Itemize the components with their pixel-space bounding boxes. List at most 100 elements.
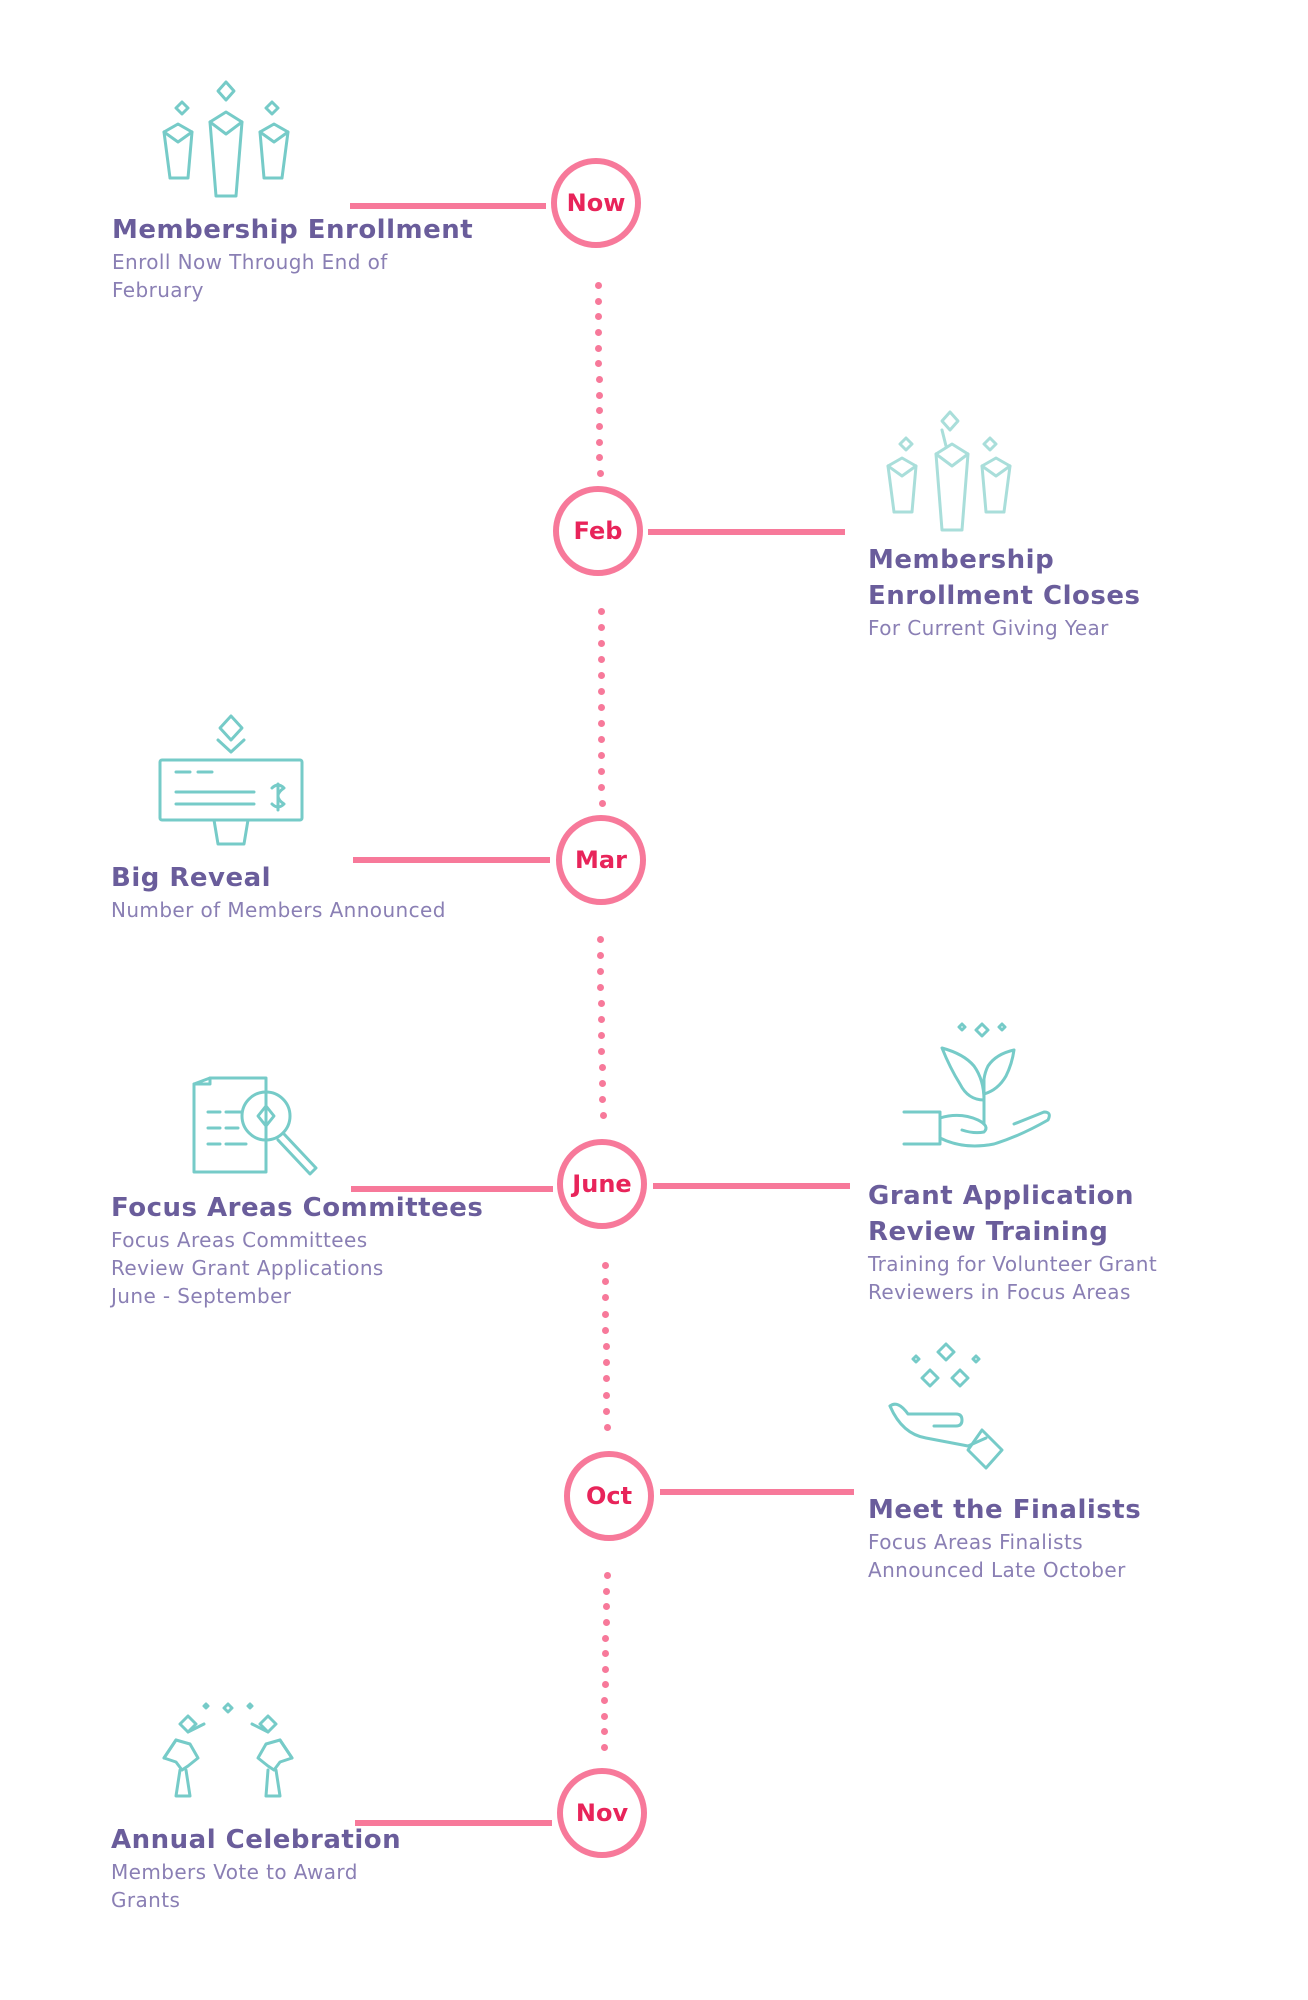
timeline-dot (602, 1326, 610, 1334)
event-description-line: Review Grant Applications (111, 1256, 384, 1280)
connector-feb (648, 529, 845, 535)
event-description-line: Announced Late October (868, 1558, 1126, 1582)
event-title: Grant Application (868, 1181, 1135, 1211)
timeline-dot (594, 297, 602, 305)
timeline-dot (597, 1000, 605, 1007)
timeline-dot (595, 391, 603, 399)
diamond-people-icon (152, 78, 300, 200)
timeline-dot (596, 936, 604, 943)
timeline-dot (603, 1424, 611, 1431)
diamond-people-icon (876, 408, 1024, 534)
timeline-dot (601, 1294, 609, 1302)
timeline-dot (597, 656, 605, 663)
document-search-icon (190, 1076, 326, 1182)
timeline-dot (602, 1359, 610, 1367)
timeline-dot (595, 344, 603, 352)
check-sign-icon (156, 712, 306, 852)
timeline-dot (601, 1712, 609, 1720)
event-title: Focus Areas Committees (111, 1193, 484, 1223)
month-node-mar: Mar (556, 815, 646, 905)
month-node-nov: Nov (557, 1768, 647, 1858)
timeline-dot (599, 1096, 607, 1103)
timeline-dot (600, 1744, 608, 1751)
month-label: June (572, 1170, 632, 1198)
event-enrollment-closes: Membership Enrollment Closes For Current… (868, 542, 1228, 642)
timeline-dot (594, 282, 602, 289)
timeline-dot (596, 470, 604, 477)
timeline-dot (598, 752, 606, 759)
event-description-line: Reviewers in Focus Areas (868, 1280, 1131, 1304)
event-description-line: For Current Giving Year (868, 616, 1109, 640)
timeline-dot (598, 768, 606, 775)
event-title: Big Reveal (111, 863, 272, 893)
celebration-people-icon (154, 1700, 302, 1826)
connector-mar (353, 857, 550, 863)
timeline-dot (597, 672, 605, 679)
timeline-dot (601, 1697, 609, 1705)
event-title: Membership (868, 545, 1055, 575)
timeline-dot (601, 1278, 609, 1286)
timeline-dot (597, 640, 605, 647)
timeline-dot (600, 1728, 608, 1736)
event-description-line: February (112, 278, 204, 302)
timeline-dot (597, 984, 605, 991)
timeline-dot (598, 1064, 606, 1071)
timeline-dot (597, 1016, 605, 1023)
month-node-june: June (557, 1139, 647, 1229)
timeline-dot (603, 1407, 611, 1415)
event-description-line: Enroll Now Through End of (112, 250, 388, 274)
timeline-dot (597, 624, 605, 631)
event-membership-enrollment: Membership Enrollment Enroll Now Through… (112, 212, 512, 304)
timeline-dot (603, 1572, 611, 1579)
event-description-line: Number of Members Announced (111, 898, 446, 922)
event-meet-the-finalists: Meet the Finalists Focus Areas Finalists… (868, 1492, 1228, 1584)
timeline-dot (598, 720, 606, 727)
timeline-dot (595, 376, 603, 383)
sparkle-hand-icon (886, 1340, 1018, 1480)
event-annual-celebration: Annual Celebration Members Vote to Award… (111, 1822, 471, 1914)
event-description-line: Focus Areas Committees (111, 1228, 368, 1252)
event-description-line: Grants (111, 1888, 181, 1912)
event-description-line: Focus Areas Finalists (868, 1530, 1084, 1554)
event-title: Review Training (868, 1217, 1109, 1247)
connector-nov (355, 1820, 552, 1826)
timeline-dot (603, 1391, 611, 1399)
timeline-dot (602, 1343, 610, 1350)
event-grant-review-training: Grant Application Review Training Traini… (868, 1178, 1268, 1306)
timeline-dot (602, 1310, 610, 1318)
timeline-dot (598, 736, 606, 743)
month-label: Oct (585, 1482, 633, 1510)
timeline-dot (602, 1618, 610, 1626)
month-label: Now (566, 189, 626, 217)
timeline-dot (598, 1048, 606, 1055)
event-description-line: June - September (111, 1284, 292, 1308)
timeline-dot (596, 438, 604, 446)
timeline-dot (595, 407, 603, 415)
event-description-line: Training for Volunteer Grant (868, 1252, 1158, 1276)
timeline-dot (601, 1665, 609, 1673)
event-title: Annual Celebration (111, 1825, 402, 1855)
month-label: Mar (575, 846, 627, 874)
month-label: Feb (573, 517, 623, 545)
timeline-dot (595, 360, 603, 368)
timeline-dot (602, 1603, 610, 1611)
timeline-dot (597, 688, 605, 695)
timeline-dot (596, 952, 604, 959)
event-focus-areas-committees: Focus Areas Committees Focus Areas Commi… (111, 1190, 531, 1310)
timeline-dot (597, 608, 605, 615)
timeline-dot (595, 329, 602, 336)
connector-now (350, 203, 546, 209)
event-title: Membership Enrollment (112, 215, 474, 245)
event-title: Meet the Finalists (868, 1495, 1142, 1525)
timeline-dot (598, 704, 605, 711)
timeline-dot (598, 1032, 606, 1039)
event-title: Enrollment Closes (868, 581, 1141, 611)
timeline-dot (594, 313, 602, 321)
timeline-dot (601, 1262, 609, 1269)
timeline-dot (599, 1112, 607, 1119)
seedling-hand-icon (902, 1020, 1060, 1160)
timeline-dot (598, 800, 606, 807)
timeline-dot (598, 1080, 606, 1087)
event-description-line: Members Vote to Award (111, 1860, 358, 1884)
